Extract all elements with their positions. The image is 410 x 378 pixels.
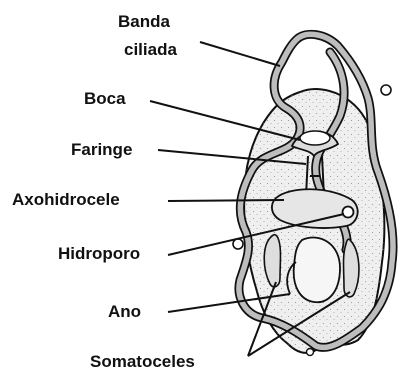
mouth-opening	[300, 131, 330, 145]
label-axohidrocele: Axohidrocele	[12, 190, 120, 210]
label-boca: Boca	[84, 89, 126, 109]
leader-banda-ciliada	[200, 42, 280, 66]
posterior-pore	[307, 349, 314, 356]
label-banda: Banda	[118, 12, 170, 32]
stomach	[294, 238, 340, 303]
label-ciliada: ciliada	[124, 40, 177, 60]
label-ano: Ano	[108, 302, 141, 322]
hydropore	[343, 207, 354, 218]
label-hidroporo: Hidroporo	[58, 244, 140, 264]
leader-axohidrocele	[168, 200, 284, 201]
label-somatoceles: Somatoceles	[90, 352, 195, 372]
label-faringe: Faringe	[71, 140, 132, 160]
band-pore	[381, 85, 391, 95]
